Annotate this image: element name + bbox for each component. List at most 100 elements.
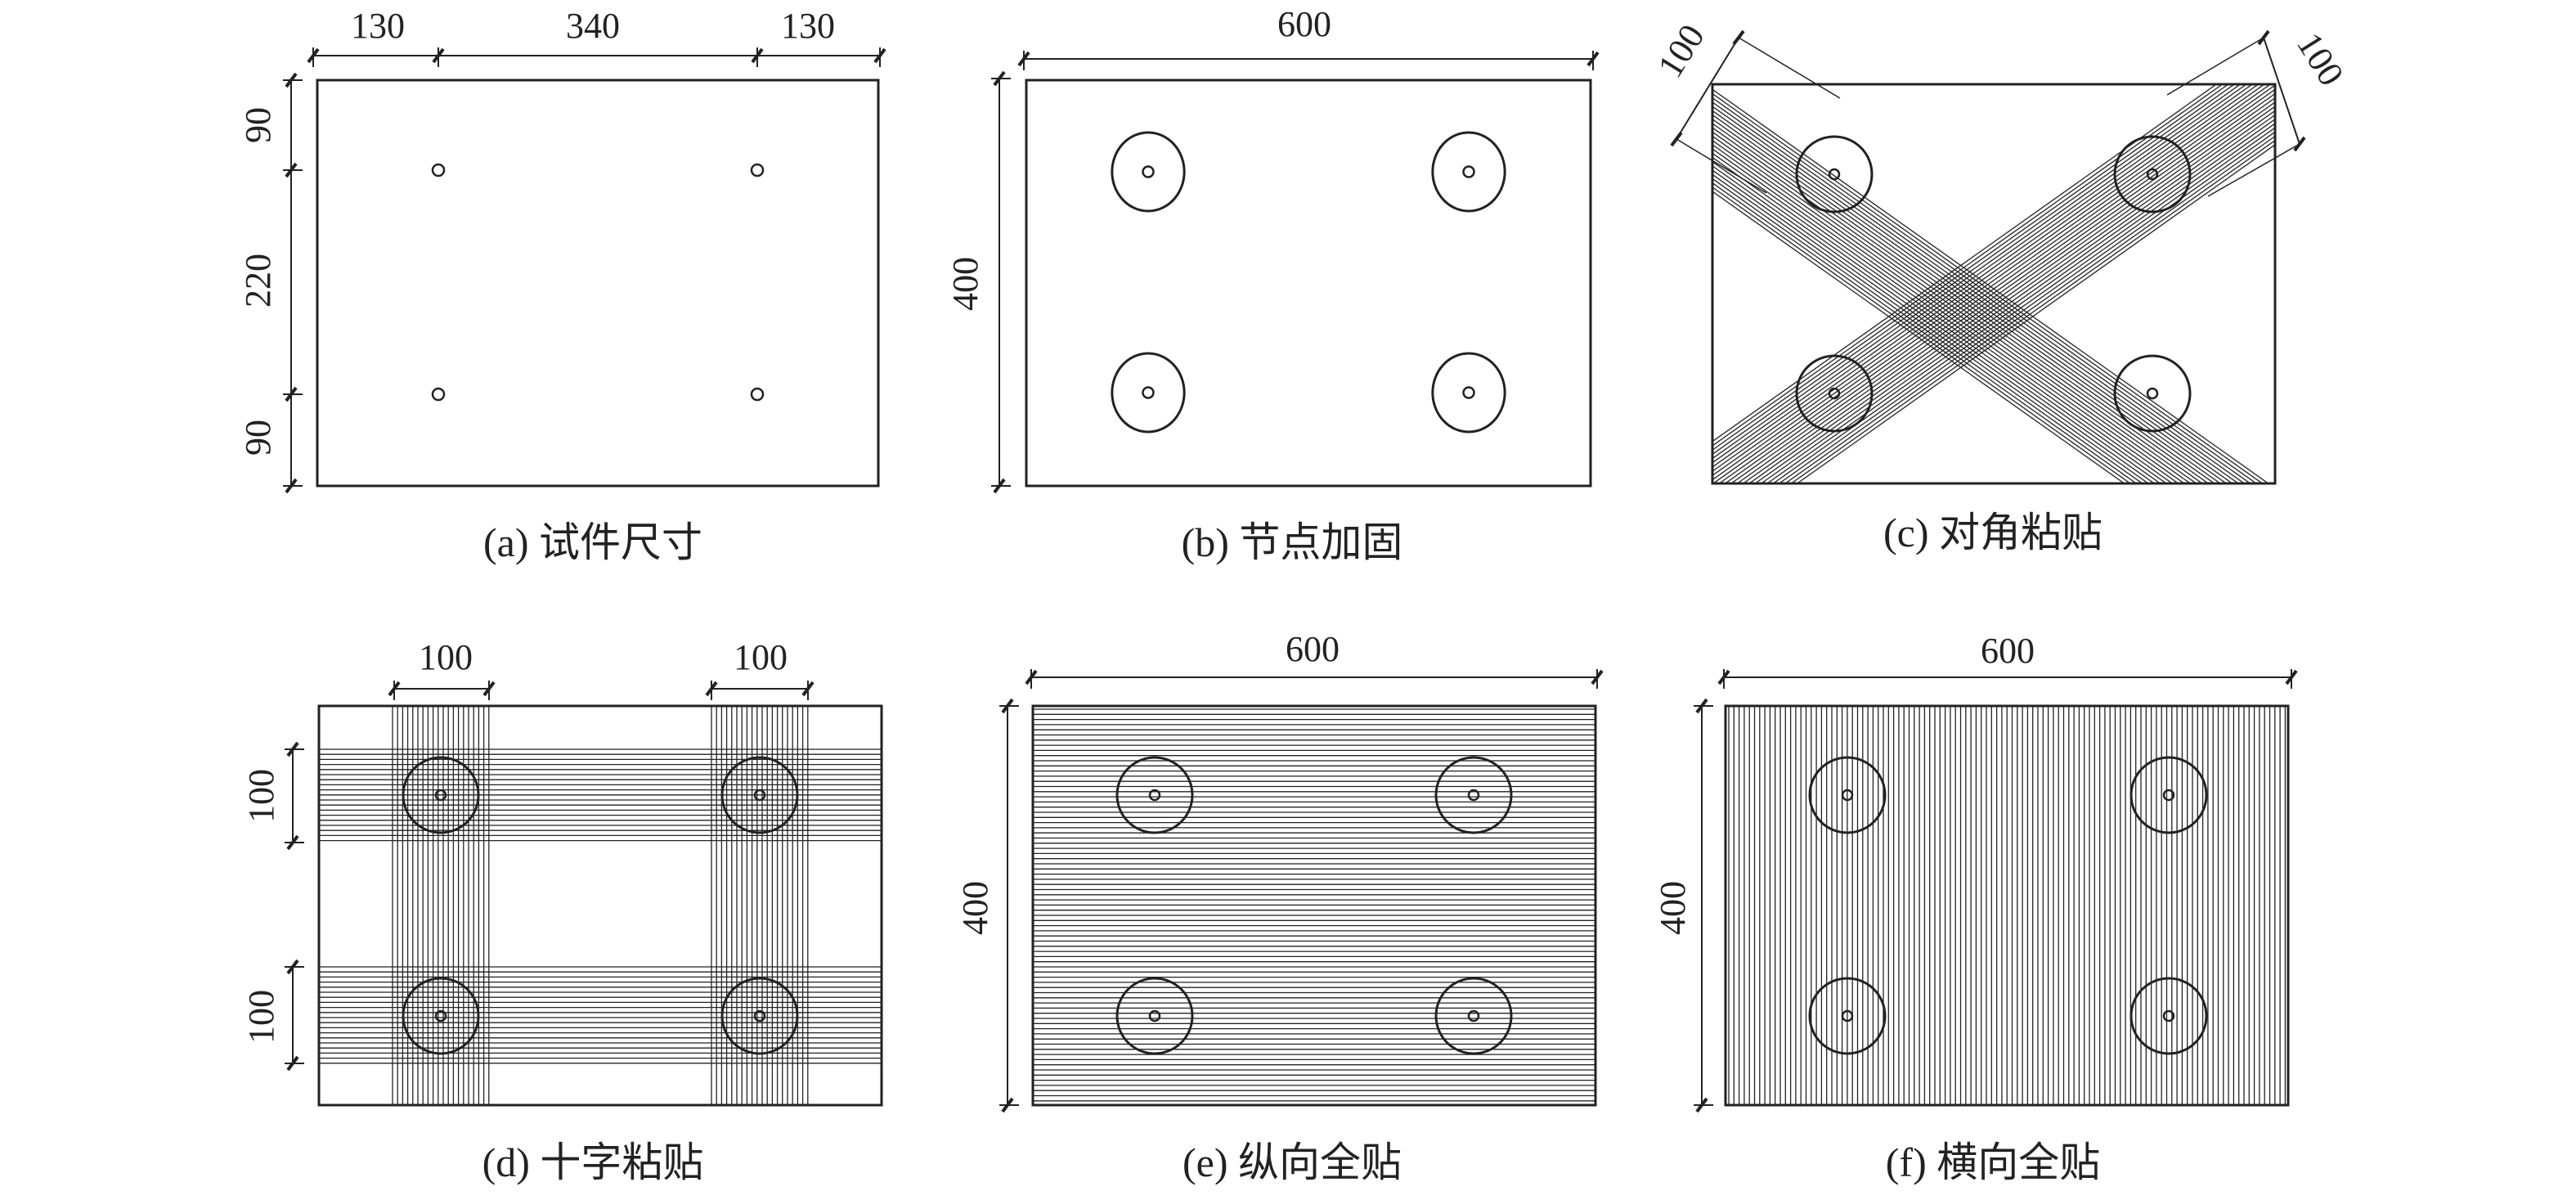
dim-b-left: 400 <box>945 257 985 311</box>
fiber-line <box>1712 187 2132 483</box>
fiber-line <box>1712 127 2215 483</box>
bolt-hole <box>1828 387 1841 400</box>
reinforcement-ring <box>1434 977 1513 1055</box>
fiber-line <box>1712 160 2168 483</box>
bolt-hole <box>750 163 765 178</box>
dimension-tick <box>993 70 1006 87</box>
fiber-line <box>1712 131 2210 483</box>
fiber-line <box>1712 118 2228 483</box>
fiber-line <box>1712 110 2240 483</box>
fiber-line <box>1712 84 2229 451</box>
dim-a-top-right: 130 <box>781 6 835 46</box>
bolt-hole <box>1828 168 1841 181</box>
longitudinal-cfrp-sheet <box>1033 708 1595 1102</box>
dimension-tick <box>2285 669 2298 685</box>
fiber-line <box>1790 139 2275 483</box>
dimension-tick <box>993 478 1006 494</box>
fiber-line <box>1712 84 2236 456</box>
fiber-line <box>1712 84 2254 468</box>
reinforcement-ring <box>402 756 480 834</box>
dim-c-right-strip: 100 <box>2289 25 2352 92</box>
dimension-tick <box>1695 698 1708 714</box>
reinforcement-ring <box>1795 135 1874 213</box>
bolt-hole <box>434 1009 447 1022</box>
dim-d-left-top: 100 <box>241 769 281 823</box>
dimension-tick <box>286 1055 299 1072</box>
dimension-tick <box>286 959 299 975</box>
fiber-line <box>1712 152 2179 483</box>
reinforcement-ring <box>2129 977 2208 1055</box>
dimension-tick <box>1001 1097 1014 1113</box>
bolt-hole <box>431 163 446 178</box>
fiber-line <box>1766 123 2275 483</box>
reinforcement-ring <box>2129 756 2208 834</box>
reinforcement-ring <box>2113 135 2192 213</box>
dimension-tick <box>1001 698 1014 714</box>
dimension-tick <box>285 72 298 88</box>
fiber-line <box>1712 148 2186 483</box>
panel-e-longitudinal-full-bonding <box>999 669 1604 1113</box>
fiber-line <box>1712 84 2242 460</box>
cross-cfrp-strips <box>319 706 882 1105</box>
panel-a-specimen-size <box>283 47 886 494</box>
caption-d: (d) 十字粘贴 <box>482 1139 704 1185</box>
extension-line <box>1676 138 1767 194</box>
dimension-tick <box>286 834 299 851</box>
fiber-line <box>1712 84 2218 443</box>
panel-b-joint-reinforcement <box>991 51 1600 494</box>
fiber-line <box>1730 97 2275 483</box>
fiber-line <box>1712 169 2156 483</box>
fiber-line <box>1712 101 2251 483</box>
dimension-tick <box>307 47 320 64</box>
fiber-line <box>1712 123 2222 483</box>
extension-line <box>2166 37 2264 96</box>
transverse-cfrp-sheet <box>1728 706 2287 1105</box>
fiber-line <box>1712 84 2266 477</box>
bolt-hole <box>2146 168 2159 181</box>
dimension-tick <box>482 681 496 697</box>
dim-a-left-top: 90 <box>238 107 278 143</box>
bolt-hole <box>1148 789 1161 802</box>
reinforcement-ring <box>1808 977 1887 1055</box>
dimension-tick <box>751 47 764 64</box>
reinforcement-ring <box>720 977 799 1055</box>
dim-c-left-strip: 100 <box>1649 17 1712 84</box>
bolt-hole <box>753 1009 766 1022</box>
bolt-hole <box>2162 1009 2175 1022</box>
fiber-line <box>1778 131 2275 483</box>
reinforcement-ring <box>1431 352 1506 434</box>
bolt-hole <box>1841 789 1854 802</box>
dimension-tick <box>388 681 401 697</box>
dimension-tick <box>285 162 298 178</box>
dimension-tick <box>285 386 298 402</box>
fiber-line <box>1712 173 2150 483</box>
fiber-line <box>1754 114 2275 483</box>
panel-d-cross-bonding <box>285 681 883 1107</box>
fiber-line <box>1712 84 2248 464</box>
fiber-line <box>1712 144 2192 483</box>
dim-a-left-bottom: 90 <box>238 420 278 456</box>
extension-line <box>1738 37 1841 99</box>
dimension-tick <box>705 681 718 697</box>
dimension-tick <box>1025 669 1038 685</box>
bolt-hole <box>431 387 446 402</box>
dim-d-top-left: 100 <box>419 637 473 677</box>
dimension-tick <box>432 47 445 64</box>
specimen-outline <box>316 79 880 488</box>
fiber-line <box>1712 84 2260 472</box>
bolt-hole <box>1467 1009 1480 1022</box>
fiber-line <box>1712 178 2143 483</box>
reinforcement-ring <box>1115 977 1194 1055</box>
caption-f: (f) 横向全贴 <box>1886 1139 2100 1185</box>
dim-d-top-right: 100 <box>734 637 788 677</box>
dim-a-left-mid: 220 <box>238 254 278 308</box>
caption-b: (b) 节点加固 <box>1182 519 1403 565</box>
fiber-line <box>1712 182 2138 483</box>
extension-line <box>2207 143 2300 197</box>
panel-f-transverse-full-bonding <box>1694 669 2298 1113</box>
dim-e-top: 600 <box>1286 629 1340 669</box>
fiber-line <box>1760 118 2275 483</box>
dimension-tick <box>873 47 886 64</box>
bolt-hole <box>434 789 447 802</box>
